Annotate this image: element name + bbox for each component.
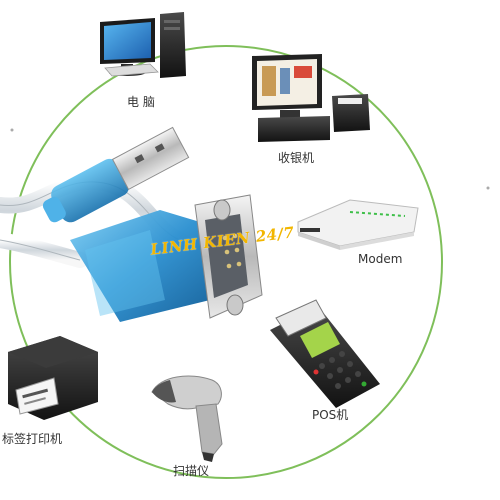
label-modem: Modem (358, 252, 403, 266)
connection-ring (9, 45, 443, 479)
modem-icon (297, 199, 419, 250)
pos-terminal-icon (270, 299, 380, 408)
label-pos: POS机 (312, 408, 349, 422)
barcode-scanner-icon (151, 375, 223, 462)
label-printer-icon (8, 336, 98, 420)
cash-register-icon (252, 54, 370, 142)
label-scanner: 扫描仪 (173, 464, 210, 478)
label-computer: 电 脑 (127, 95, 155, 109)
label-label-printer: 标签打印机 (2, 432, 63, 446)
computer-icon (100, 12, 186, 78)
label-cash-register: 收银机 (278, 151, 315, 165)
usb-serial-cable-icon (0, 126, 263, 322)
